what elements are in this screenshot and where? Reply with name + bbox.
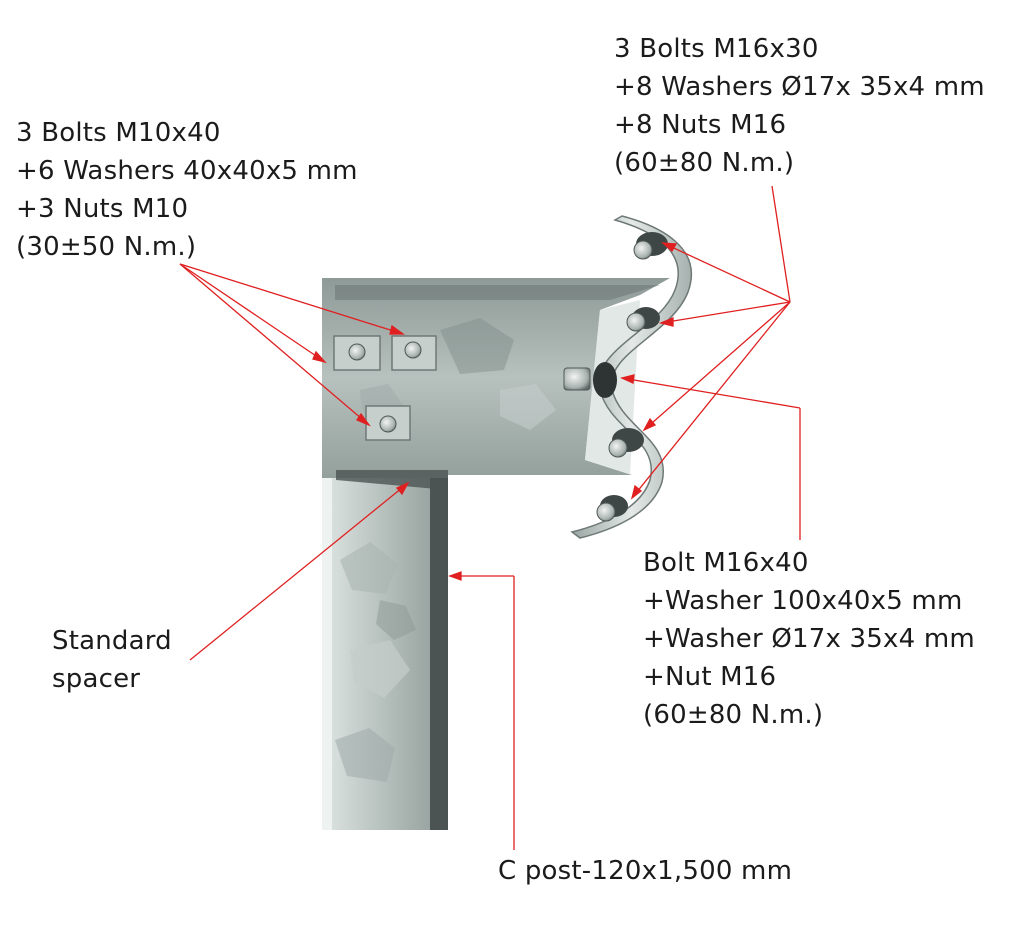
m16-bolt-icon — [596, 495, 628, 522]
callout-line: +Nut M16 — [643, 662, 777, 692]
m10-bolt-icon — [333, 335, 381, 371]
m10-bolt-icon — [391, 335, 437, 371]
callout-line: +8 Nuts M16 — [614, 110, 787, 140]
arrowhead — [658, 317, 674, 327]
arrowhead — [389, 324, 405, 335]
callout-line: +8 Washers Ø17x 35x4 mm — [614, 72, 985, 102]
m16-bolt-icon — [626, 307, 660, 332]
m16-bolt-icon — [563, 362, 617, 398]
arrowhead — [630, 484, 643, 500]
arrowhead — [312, 350, 327, 364]
callout-m16x30-bolts: 3 Bolts M16x30 +8 Washers Ø17x 35x4 mm +… — [614, 30, 985, 182]
arrowhead — [661, 242, 678, 253]
leader-line — [771, 185, 791, 303]
arrowhead — [620, 374, 635, 384]
callout-line: +3 Nuts M10 — [16, 194, 189, 224]
callout-c-post: C post-120x1,500 mm — [498, 852, 792, 890]
arrowhead — [448, 571, 462, 581]
arrowhead — [356, 412, 371, 427]
leader-line — [662, 242, 791, 303]
arrowhead — [642, 417, 657, 432]
callout-line: (60±80 N.m.) — [614, 148, 795, 178]
callout-line: (30±50 N.m.) — [16, 232, 197, 262]
leader-line — [179, 263, 326, 363]
spacer-body — [322, 278, 670, 490]
leader-line — [631, 301, 791, 499]
m16-bolt-icon — [608, 428, 644, 458]
leader-line — [189, 482, 409, 661]
callout-line: spacer — [52, 664, 141, 694]
callout-line: 3 Bolts M10x40 — [16, 118, 221, 148]
callout-line: +6 Washers 40x40x5 mm — [16, 156, 358, 186]
callout-line: C post-120x1,500 mm — [498, 856, 793, 886]
m16-bolt-icon — [633, 232, 668, 260]
leader-line — [643, 301, 791, 431]
leader-line — [621, 377, 801, 409]
callout-line: Bolt M16x40 — [643, 548, 809, 578]
callout-standard-spacer: Standard spacer — [52, 622, 172, 698]
callout-line: 3 Bolts M16x30 — [614, 34, 819, 64]
callout-line: +Washer Ø17x 35x4 mm — [643, 624, 975, 654]
callout-line: +Washer 100x40x5 mm — [643, 586, 963, 616]
callout-m10-bolts: 3 Bolts M10x40 +6 Washers 40x40x5 mm +3 … — [16, 114, 358, 266]
m16-bolt-group — [563, 232, 668, 522]
m10-bolt-group — [333, 335, 437, 441]
callout-m16x40-bolt: Bolt M16x40 +Washer 100x40x5 mm +Washer … — [643, 544, 975, 734]
leader-line — [179, 263, 404, 335]
leader-line — [179, 263, 370, 426]
arrowhead — [395, 481, 410, 496]
callout-line: (60±80 N.m.) — [643, 700, 824, 730]
leader-lines — [179, 185, 801, 850]
m10-bolt-icon — [365, 405, 411, 441]
leader-line — [660, 301, 791, 324]
callout-line: Standard — [52, 626, 172, 656]
